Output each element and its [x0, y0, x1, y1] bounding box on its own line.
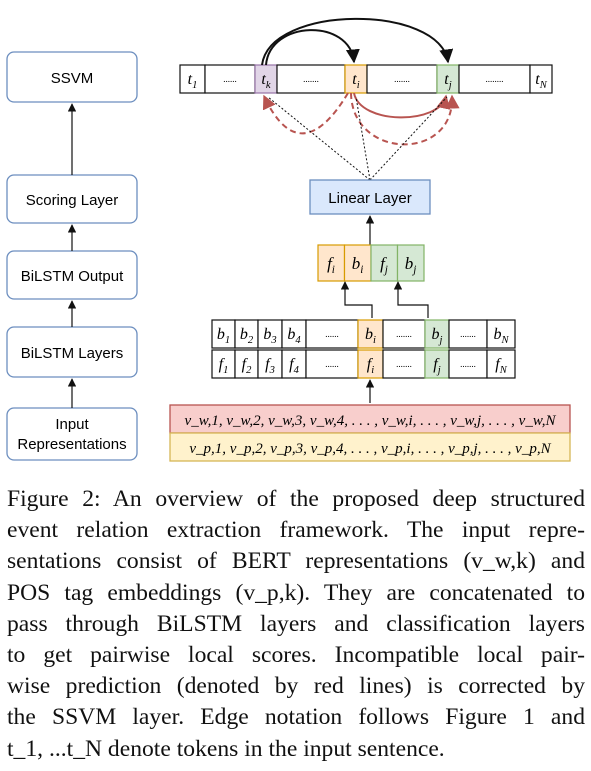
ellipsis-label: .......: [396, 359, 412, 369]
grid-cell-label: b2: [240, 326, 254, 346]
caption-line: t_1, ...t_N denote tokens in the input s…: [7, 735, 445, 762]
grid-cell: [424, 349, 450, 379]
grid-cell-label: b4: [287, 326, 301, 346]
input-label-line2: Representations: [17, 436, 126, 453]
input-representations-box: Input Representations: [6, 407, 138, 461]
pair-cell-label: fj: [380, 254, 388, 276]
token-label: tj: [444, 71, 451, 91]
bilstm-layers-box: BiLSTM Layers: [6, 326, 138, 378]
token-cell: [529, 64, 553, 94]
bilstm-layers-label: BiLSTM Layers: [21, 345, 124, 362]
grid-cell: [382, 319, 426, 349]
grid-cell-label: f3: [265, 356, 275, 376]
prediction-arcs: [262, 92, 460, 181]
ssvm-label: SSVM: [51, 70, 94, 87]
grid-cell: [448, 319, 488, 349]
figure-caption: Figure 2: An overview of the proposed de…: [7, 484, 585, 765]
pair-cell-label: bi: [352, 254, 364, 276]
grid-cell-label: f1: [219, 356, 229, 376]
grid-cell: [357, 349, 384, 379]
token-cell: [179, 64, 206, 94]
token-cell: [276, 64, 346, 94]
grid-cell-label: b1: [217, 326, 230, 346]
ellipsis-label: .......: [394, 74, 410, 84]
caption-line: the SSVM layer. Edge notation follows Fi…: [7, 704, 585, 731]
linear-layer-label: Linear Layer: [328, 190, 411, 207]
bert-representation-row: v_w,1, v_w,2, v_w,3, v_w,4, . . . , v_w,…: [169, 404, 571, 434]
ellipsis-label: ......: [325, 359, 339, 369]
pos-row-text: v_p,1, v_p,2, v_p,3, v_p,4, . . . , v_p,…: [189, 441, 551, 457]
ellipsis-label: .......: [460, 329, 476, 339]
grid-cell-label: bj: [432, 326, 443, 346]
ellipsis-label: .......: [396, 329, 412, 339]
token-sequence: t1...... tk....... ti....... tj........ tN: [179, 64, 553, 94]
pair-cell: [370, 244, 399, 282]
scoring-layer-label: Scoring Layer: [26, 192, 119, 209]
ellipsis-label: ......: [325, 329, 339, 339]
grid-cell-label: bN: [493, 326, 509, 346]
ssvm-box: SSVM: [6, 51, 138, 103]
grid-cell-label: fi: [367, 356, 374, 376]
grid-cell: [486, 319, 516, 349]
grid-cell: [448, 349, 488, 379]
grid-cell: [305, 349, 359, 379]
caption-line: to get pairwise local scores. Incompatib…: [7, 642, 585, 669]
architecture-diagram: SSVM Scoring Layer BiLSTM Output BiLSTM …: [6, 17, 571, 462]
linear-layer-box: Linear Layer: [309, 179, 431, 215]
bilstm-grid: b1 b2 b3 b4...... bi....... bj....... bN f1 f2 f3…: [211, 319, 516, 379]
bilstm-output-label: BiLSTM Output: [21, 268, 124, 285]
pipeline: SSVM Scoring Layer BiLSTM Output BiLSTM …: [6, 51, 138, 461]
grid-cell: [382, 349, 426, 379]
token-cell: [458, 64, 531, 94]
pos-embedding-row: v_p,1, v_p,2, v_p,3, v_p,4, . . . , v_p,…: [169, 432, 571, 462]
grid-cell-label: b3: [263, 326, 276, 346]
grid-cell-label: bi: [365, 326, 376, 346]
token-arcs: [261, 17, 454, 66]
bert-row-text: v_w,1, v_w,2, v_w,3, v_w,4, . . . , v_w,…: [185, 413, 557, 429]
token-label: t1: [188, 71, 198, 91]
grid-cell-label: f2: [242, 356, 252, 376]
pair-cell: [343, 244, 372, 282]
caption-line: event relation extraction framework. The…: [7, 517, 585, 544]
ellipsis-label: .......: [303, 74, 319, 84]
token-label: tk: [261, 71, 270, 91]
caption-line: pass through BiLSTM layers and classific…: [7, 610, 585, 637]
grid-cell-label: fN: [495, 356, 507, 376]
scoring-layer-box: Scoring Layer: [6, 174, 138, 224]
grid-to-pair-arrows: [340, 281, 429, 318]
pair-cell: [396, 244, 425, 282]
grid-cell-label: fj: [433, 356, 440, 376]
token-cell: [366, 64, 438, 94]
bilstm-output-box: BiLSTM Output: [6, 250, 138, 300]
caption-line: wise prediction (denoted by red lines) i…: [7, 673, 585, 700]
ellipsis-label: .......: [460, 359, 476, 369]
caption-line: Figure 2: An overview of the proposed de…: [7, 486, 585, 512]
grid-cell: [305, 319, 359, 349]
grid-cell: [486, 349, 516, 379]
input-label-line1: Input: [55, 416, 89, 433]
grid-cell-label: f4: [289, 356, 299, 376]
token-label: tN: [535, 71, 547, 91]
pair-cell-label: bj: [405, 254, 417, 276]
grid-cell: [281, 319, 307, 349]
caption-line: POS tag embeddings (v_p,k). They are con…: [7, 579, 585, 606]
pair-cell-label: fi: [327, 254, 335, 276]
caption-line: sentations consist of BERT representatio…: [7, 548, 585, 575]
ellipsis-label: ........: [486, 74, 504, 84]
ellipsis-label: ......: [223, 74, 237, 84]
token-label: ti: [352, 71, 359, 91]
token-cell: [204, 64, 256, 94]
